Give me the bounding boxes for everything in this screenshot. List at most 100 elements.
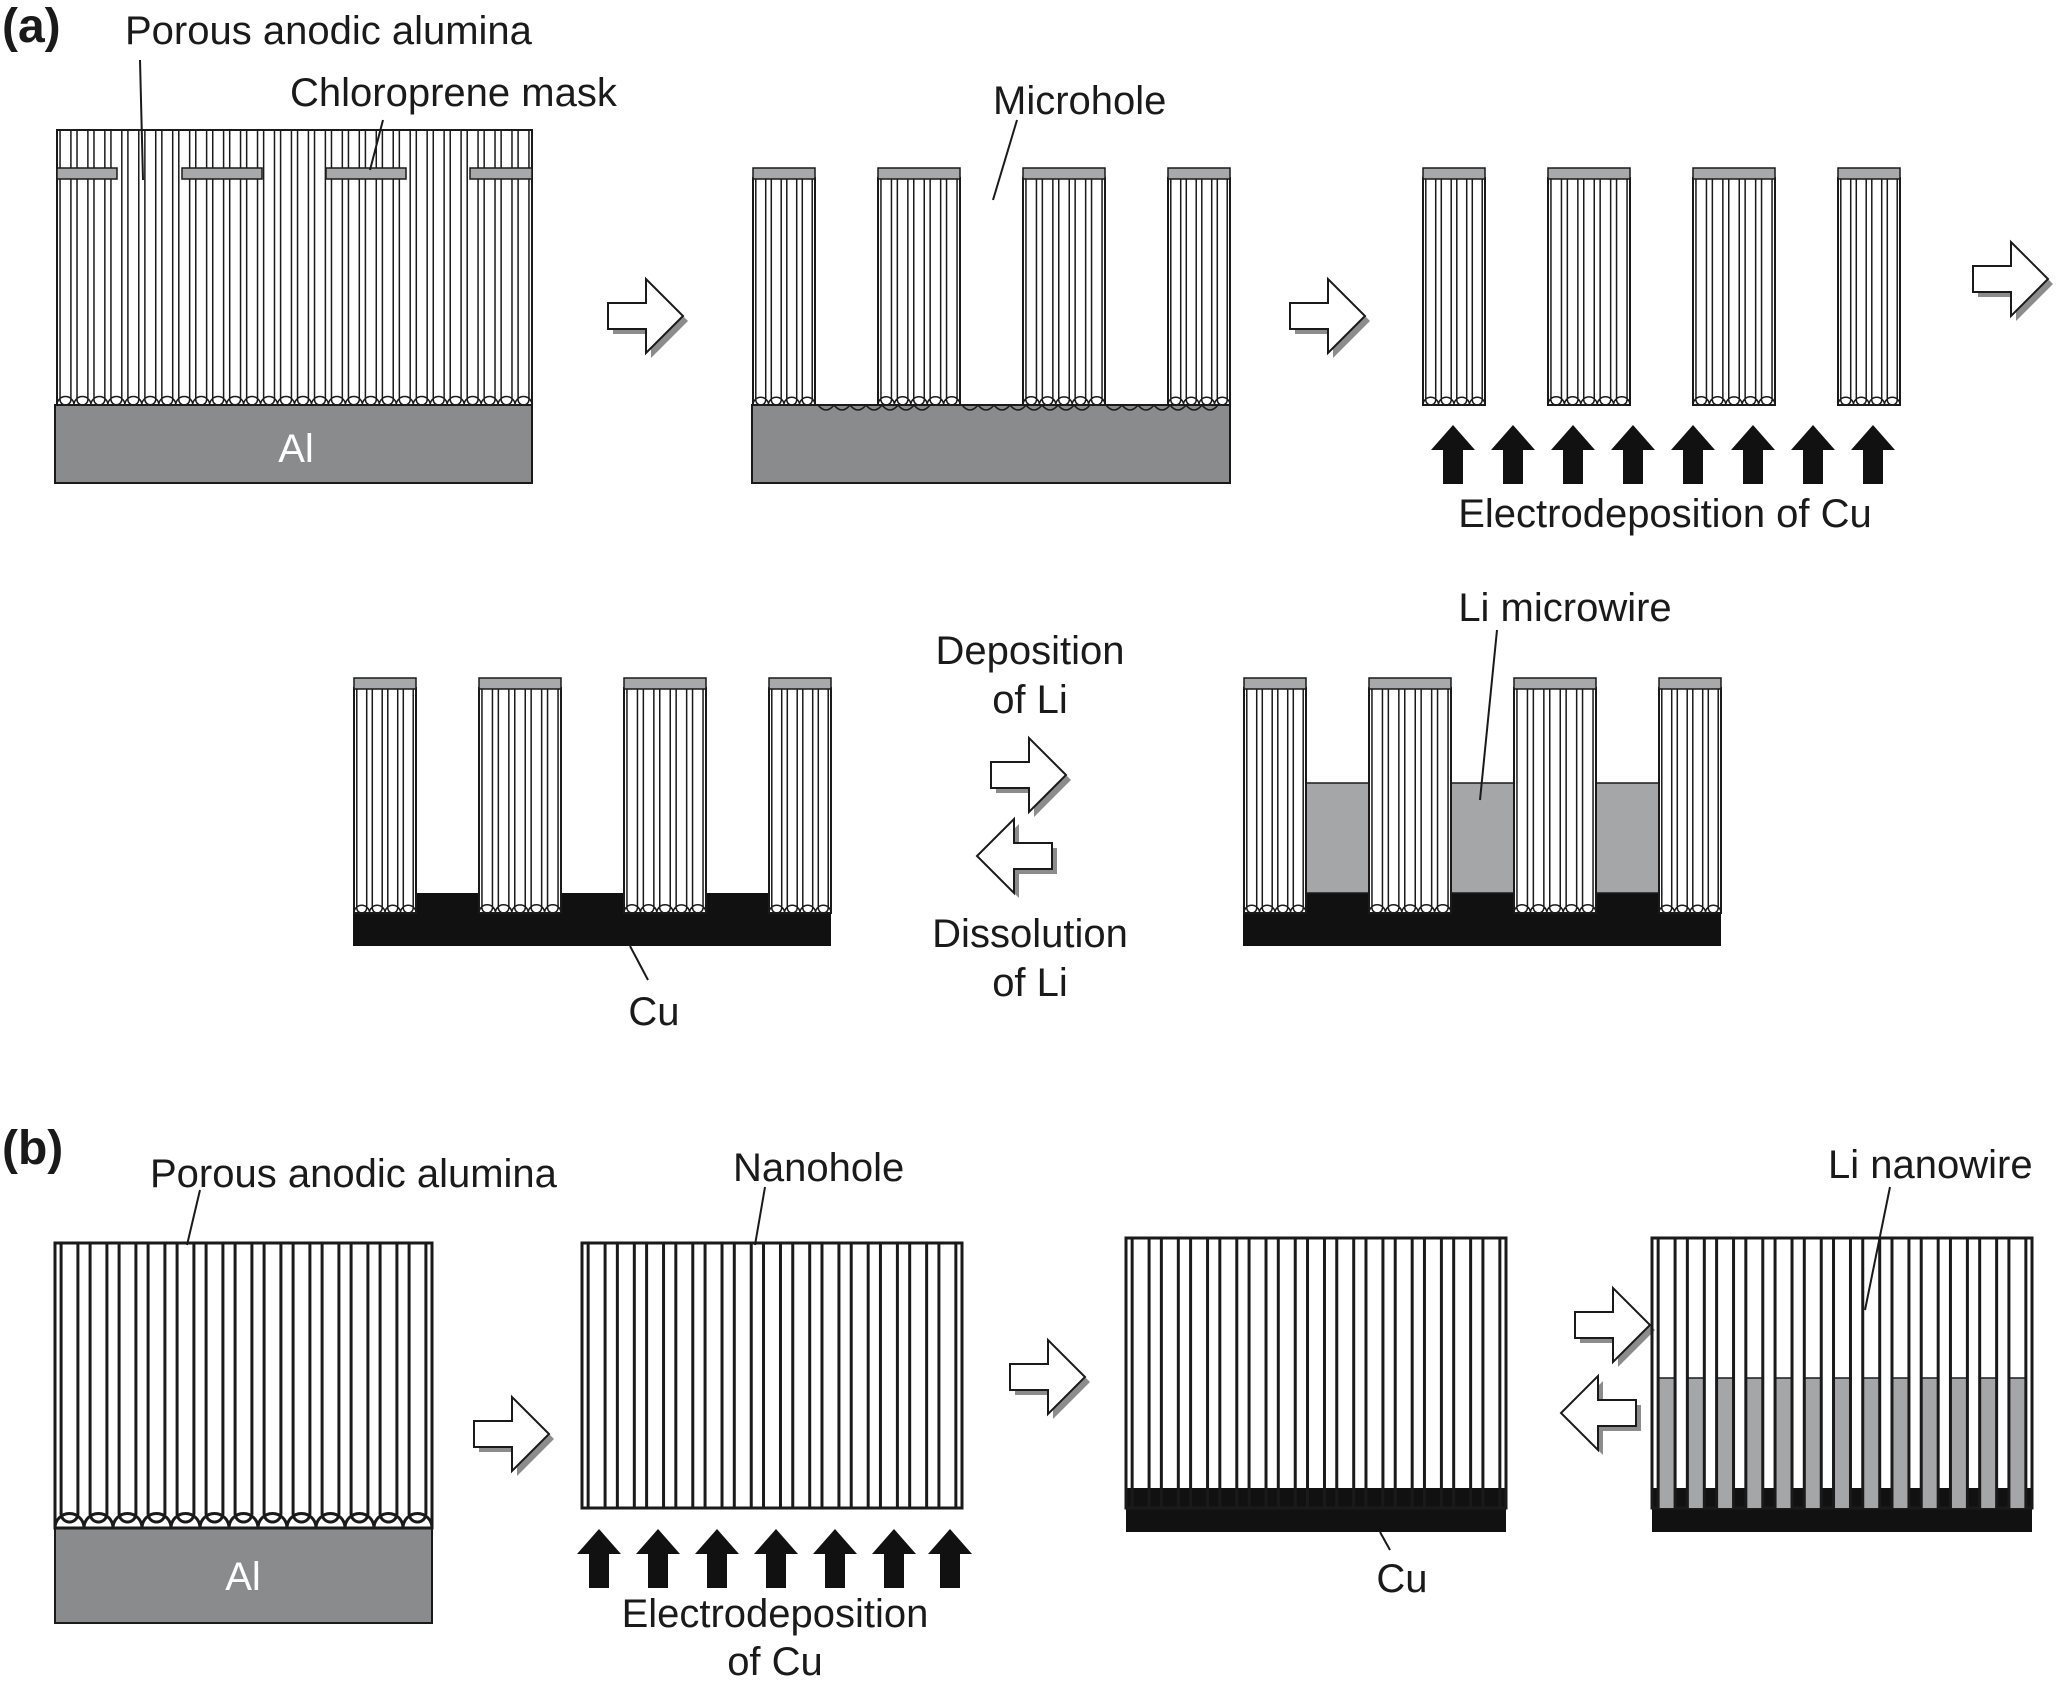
li-nanowire (1775, 1378, 1793, 1508)
a1-mask-1 (56, 167, 118, 180)
li-nanowire (1979, 1378, 1997, 1508)
a5-microwire-label: Li microwire (1458, 586, 1671, 630)
li-nanowire (1950, 1378, 1968, 1508)
a3-deposition-arrows (1431, 425, 1895, 484)
process-arrow (1574, 1285, 1655, 1367)
a2-mask-4 (1167, 167, 1231, 180)
a3-pillar-2 (1547, 177, 1631, 406)
b1-al-substrate (54, 1527, 433, 1624)
b3-cu-layer (1126, 1488, 1506, 1532)
b-arrow-1 (473, 1394, 554, 1476)
a1-porous-alumina (56, 129, 533, 406)
a5-pillar-1 (1243, 687, 1307, 914)
a4-mask-2 (478, 677, 562, 690)
a-deposition-label-1: Deposition (935, 629, 1124, 673)
b2-nanohole-leader (754, 1186, 766, 1246)
a-step3-freestanding: Electrodeposition of Cu (1422, 167, 1901, 536)
li-nanowire (1921, 1378, 1939, 1508)
a1-porous-label: Porous anodic alumina (125, 9, 533, 53)
b4-porous-alumina (1650, 1236, 2034, 1510)
a1-mask-4 (469, 167, 533, 180)
li-nanowire (1687, 1378, 1705, 1508)
a3-electro-label: Electrodeposition of Cu (1458, 492, 1872, 536)
a5-pillar-4 (1658, 687, 1722, 914)
a3-mask-4 (1837, 167, 1901, 180)
b2-electro-label-2: of Cu (727, 1640, 823, 1681)
a3-pillar-4 (1837, 177, 1901, 406)
a3-mask-2 (1547, 167, 1631, 180)
a5-mask-4 (1658, 677, 1722, 690)
a4-pillar-4 (768, 687, 832, 914)
a2-microhole-label: Microhole (993, 79, 1166, 123)
a-arrow-3 (1972, 239, 2053, 321)
a2-pillar-1 (752, 177, 816, 406)
a2-microhole-leader (992, 119, 1018, 201)
process-arrow (473, 1394, 554, 1476)
a4-cu-label: Cu (628, 990, 679, 1034)
b1-porous-label: Porous anodic alumina (150, 1152, 558, 1196)
deposition-arrow (813, 1529, 857, 1588)
deposition-arrow (636, 1529, 680, 1588)
li-nanowire (1891, 1378, 1909, 1508)
a5-li-3 (1595, 782, 1660, 894)
a4-mask-3 (623, 677, 707, 690)
li-nanowire (2008, 1378, 2026, 1508)
a1-mask-leader (369, 119, 384, 171)
a3-mask-1 (1422, 167, 1486, 180)
a5-mask-2 (1368, 677, 1452, 690)
b1-al-label: Al (225, 1555, 261, 1599)
deposition-arrow (1431, 425, 1475, 484)
panel-a: (a) Porous anodic alumina Chloroprene ma… (2, 0, 2053, 1034)
a5-microwire-leader (1479, 629, 1498, 801)
b2-electro-label-1: Electrodeposition (622, 1592, 929, 1636)
b2-deposition-arrows (577, 1529, 972, 1588)
process-arrow (607, 276, 688, 358)
process-arrow (1009, 1337, 1090, 1419)
a1-mask-2 (181, 167, 263, 180)
a-step2-microhole: Microhole (751, 79, 1231, 484)
a5-pillar-2 (1368, 687, 1452, 914)
a3-pillar-1 (1422, 177, 1486, 406)
a3-pillar-3 (1692, 177, 1776, 406)
a-step5-li-microwire: Li microwire (1243, 586, 1722, 946)
a-arrow-2 (1289, 276, 1370, 358)
a4-mask-4 (768, 677, 832, 690)
a2-scallop-3 (1105, 403, 1219, 411)
a2-al-substrate (751, 404, 1231, 484)
b4-nanowire-leader (1864, 1186, 1891, 1311)
a5-pillar-3 (1513, 687, 1597, 914)
b1-porous-leader (186, 1189, 201, 1246)
a2-mask-2 (877, 167, 961, 180)
a2-pillar-3 (1022, 177, 1106, 406)
b-step1-template: Porous anodic alumina Al (53, 1152, 558, 1624)
li-nanowire (1658, 1378, 1676, 1508)
deposition-arrow (1671, 425, 1715, 484)
a2-pillar-2 (877, 177, 961, 406)
a4-pillar-2 (478, 687, 562, 914)
a4-pillar-1 (353, 687, 417, 914)
a1-mask-label: Chloroprene mask (290, 71, 618, 115)
a-dissolution-label-2: of Li (992, 961, 1068, 1005)
li-nanowire (1716, 1378, 1734, 1508)
a5-li-1 (1305, 782, 1370, 894)
a1-mask-3 (325, 167, 407, 180)
a4-pillar-3 (623, 687, 707, 914)
deposition-arrow (577, 1529, 621, 1588)
a5-li-2 (1450, 782, 1515, 894)
b-step4-li-nanowire: Li nanowire (1650, 1143, 2034, 1532)
a1-al-label: Al (278, 427, 314, 471)
a3-mask-3 (1692, 167, 1776, 180)
process-arrow (990, 735, 1071, 817)
a5-mask-3 (1513, 677, 1597, 690)
a5-cu-layer (1243, 893, 1721, 946)
b2-nanohole-label: Nanohole (733, 1146, 904, 1190)
panel-a-tag: (a) (2, 0, 61, 53)
b4-nanowire-label: Li nanowire (1828, 1143, 2033, 1187)
li-nanowire (1804, 1378, 1822, 1508)
a-deposition-label-2: of Li (992, 678, 1068, 722)
process-arrow (1289, 276, 1370, 358)
deposition-arrow (1611, 425, 1655, 484)
li-nanowire (1862, 1378, 1880, 1508)
li-nanowire (1745, 1378, 1763, 1508)
